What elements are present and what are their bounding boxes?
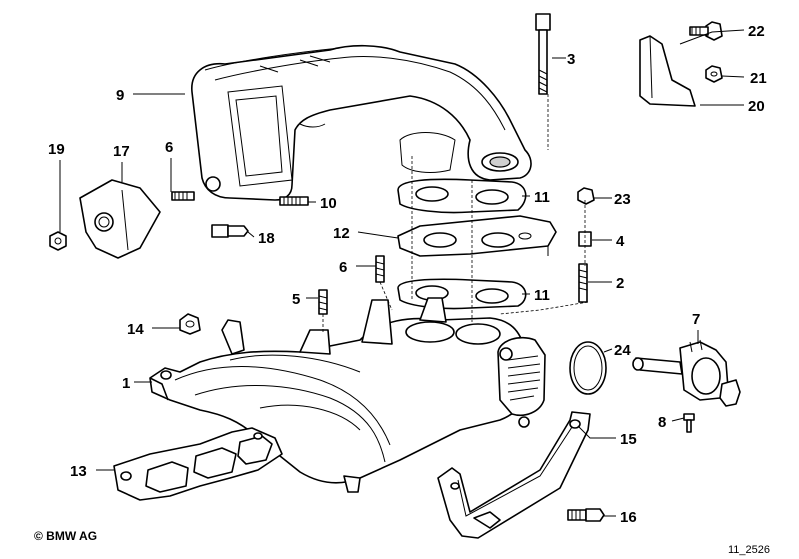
callout-11-upper: 11 [534,189,550,206]
drawing-number: 11_2526 [728,544,770,556]
callout-7: 7 [692,311,700,328]
callout-19: 19 [48,141,65,158]
lower-intake-manifold [149,297,546,493]
studs-2-5-6 [318,255,588,315]
callout-12: 12 [333,225,350,242]
callout-21: 21 [750,70,767,87]
spacer-plate [397,215,557,257]
support-bracket [437,411,591,539]
long-bolt [535,13,551,95]
copyright: © BMW AG [34,529,97,543]
callout-11-lower: 11 [534,287,550,304]
callout-14: 14 [127,321,144,338]
callout-17: 17 [113,143,130,160]
callout-9: 9 [116,87,124,104]
bolt-18 [211,224,249,238]
left-bracket [49,179,161,259]
callout-16: 16 [620,509,637,526]
idle-valve [632,339,741,407]
callout-20: 20 [748,98,765,115]
callout-6-lower: 6 [339,259,347,276]
o-ring [569,341,607,395]
callout-3: 3 [567,51,575,68]
manifold-gasket [113,427,283,501]
callout-22: 22 [748,23,765,40]
callout-5: 5 [292,291,300,308]
leader-lines [59,29,745,517]
callout-4: 4 [616,233,625,250]
studs-6-10 [171,191,309,206]
alignment-lines [322,94,589,334]
gasket-upper [397,178,527,214]
callout-2: 2 [616,275,624,292]
callout-13: 13 [70,463,87,480]
upper-intake-manifold [191,44,532,201]
bolt-16 [567,508,605,522]
sleeve-and-nut [577,187,595,247]
nut-14 [179,313,201,335]
screw-8 [683,413,695,433]
callout-1: 1 [122,375,130,392]
bracket-assembly [639,21,723,107]
callout-10: 10 [320,195,337,212]
callout-18: 18 [258,230,275,247]
callout-labels: 9 3 22 21 20 23 4 2 11 11 12 6 5 10 18 6… [48,23,767,526]
callout-24: 24 [614,342,631,359]
callout-15: 15 [620,431,637,448]
callout-6-upper: 6 [165,139,173,156]
callout-23: 23 [614,191,631,208]
gasket-lower [397,278,527,310]
callout-8: 8 [658,414,666,431]
